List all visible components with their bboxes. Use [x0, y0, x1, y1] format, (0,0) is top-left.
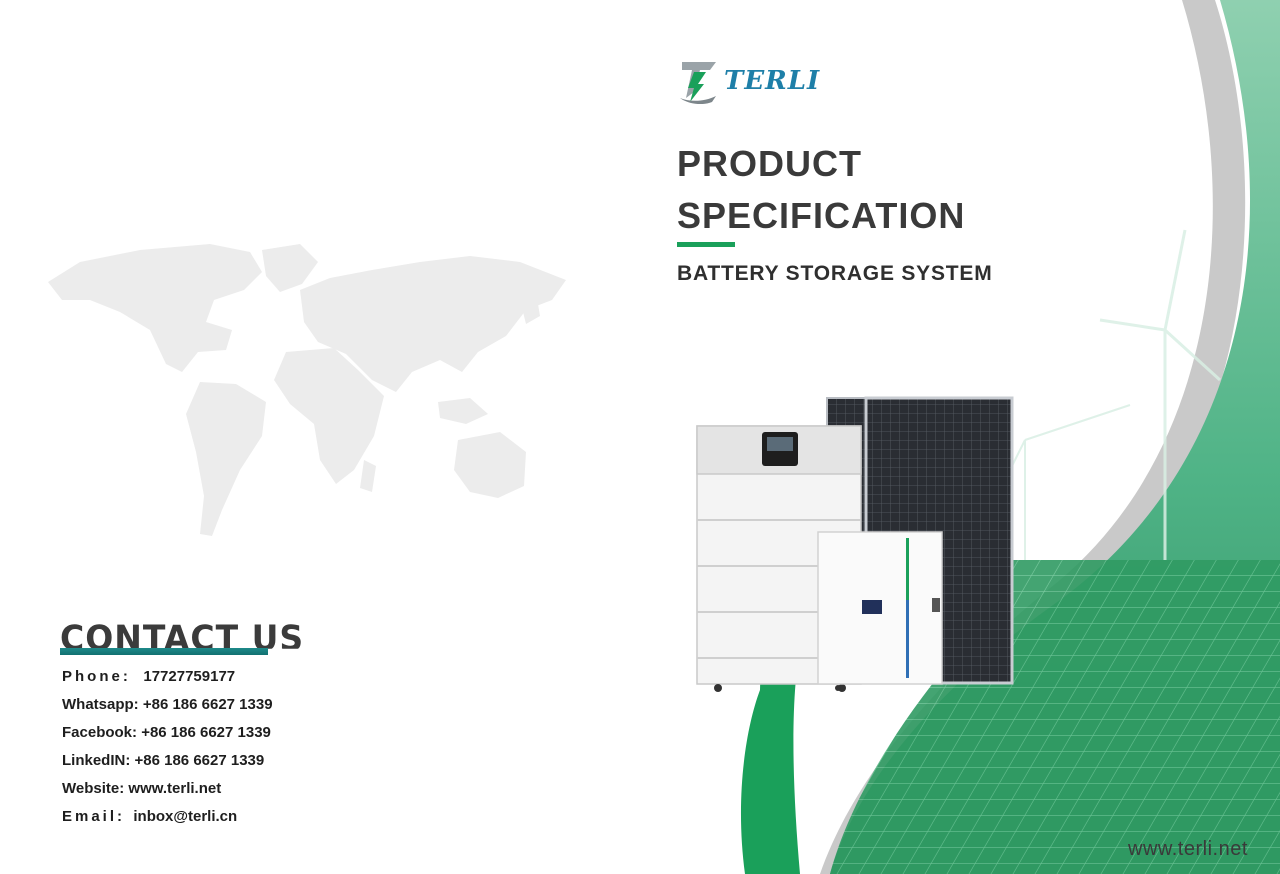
contact-phone: Phone: 17727759177 [62, 666, 273, 694]
brand-name: TERLI [724, 66, 821, 96]
contact-email-label: Email: [62, 808, 126, 825]
contact-website-value[interactable]: www.terli.net [128, 780, 222, 797]
contact-whatsapp: Whatsapp: +86 186 6627 1339 [62, 694, 273, 722]
title-divider [677, 242, 735, 247]
contact-facebook-value[interactable]: +86 186 6627 1339 [141, 724, 271, 741]
contact-facebook-label: Facebook: [62, 724, 138, 741]
contact-phone-value[interactable]: 17727759177 [143, 668, 236, 685]
gray-swoosh [820, 0, 1246, 874]
contact-whatsapp-label: Whatsapp: [62, 696, 139, 713]
contact-list: Phone: 17727759177 Whatsapp: +86 186 662… [62, 666, 273, 834]
footer-website-link[interactable]: www.terli.net [1128, 838, 1248, 860]
wind-turbine-icon [1009, 229, 1222, 560]
solar-field [830, 560, 1280, 874]
brand-logo: TERLI [676, 58, 820, 104]
world-map-icon [48, 244, 566, 536]
contact-email-value[interactable]: inbox@terli.cn [133, 808, 238, 825]
page-subtitle: BATTERY STORAGE SYSTEM [677, 262, 993, 285]
contact-phone-label: Phone: [62, 668, 131, 685]
page-title: PRODUCT SPECIFICATION [677, 138, 965, 242]
contact-linkedin-label: LinkedIN: [62, 752, 131, 769]
contact-linkedin: LinkedIN: +86 186 6627 1339 [62, 750, 273, 778]
product-illustration [696, 396, 1014, 692]
contact-facebook: Facebook: +86 186 6627 1339 [62, 722, 273, 750]
contact-email: Email: inbox@terli.cn [62, 806, 273, 834]
contact-linkedin-value[interactable]: +86 186 6627 1339 [134, 752, 265, 769]
title-line-2: SPECIFICATION [677, 195, 966, 236]
title-line-1: PRODUCT [677, 143, 862, 184]
contact-underline [60, 648, 268, 655]
contact-heading: CONTACT US [60, 617, 305, 649]
contact-website-label: Website: [62, 780, 125, 797]
terli-logo-icon [680, 62, 716, 104]
contact-website: Website: www.terli.net [62, 778, 273, 806]
contact-whatsapp-value[interactable]: +86 186 6627 1339 [142, 696, 273, 713]
